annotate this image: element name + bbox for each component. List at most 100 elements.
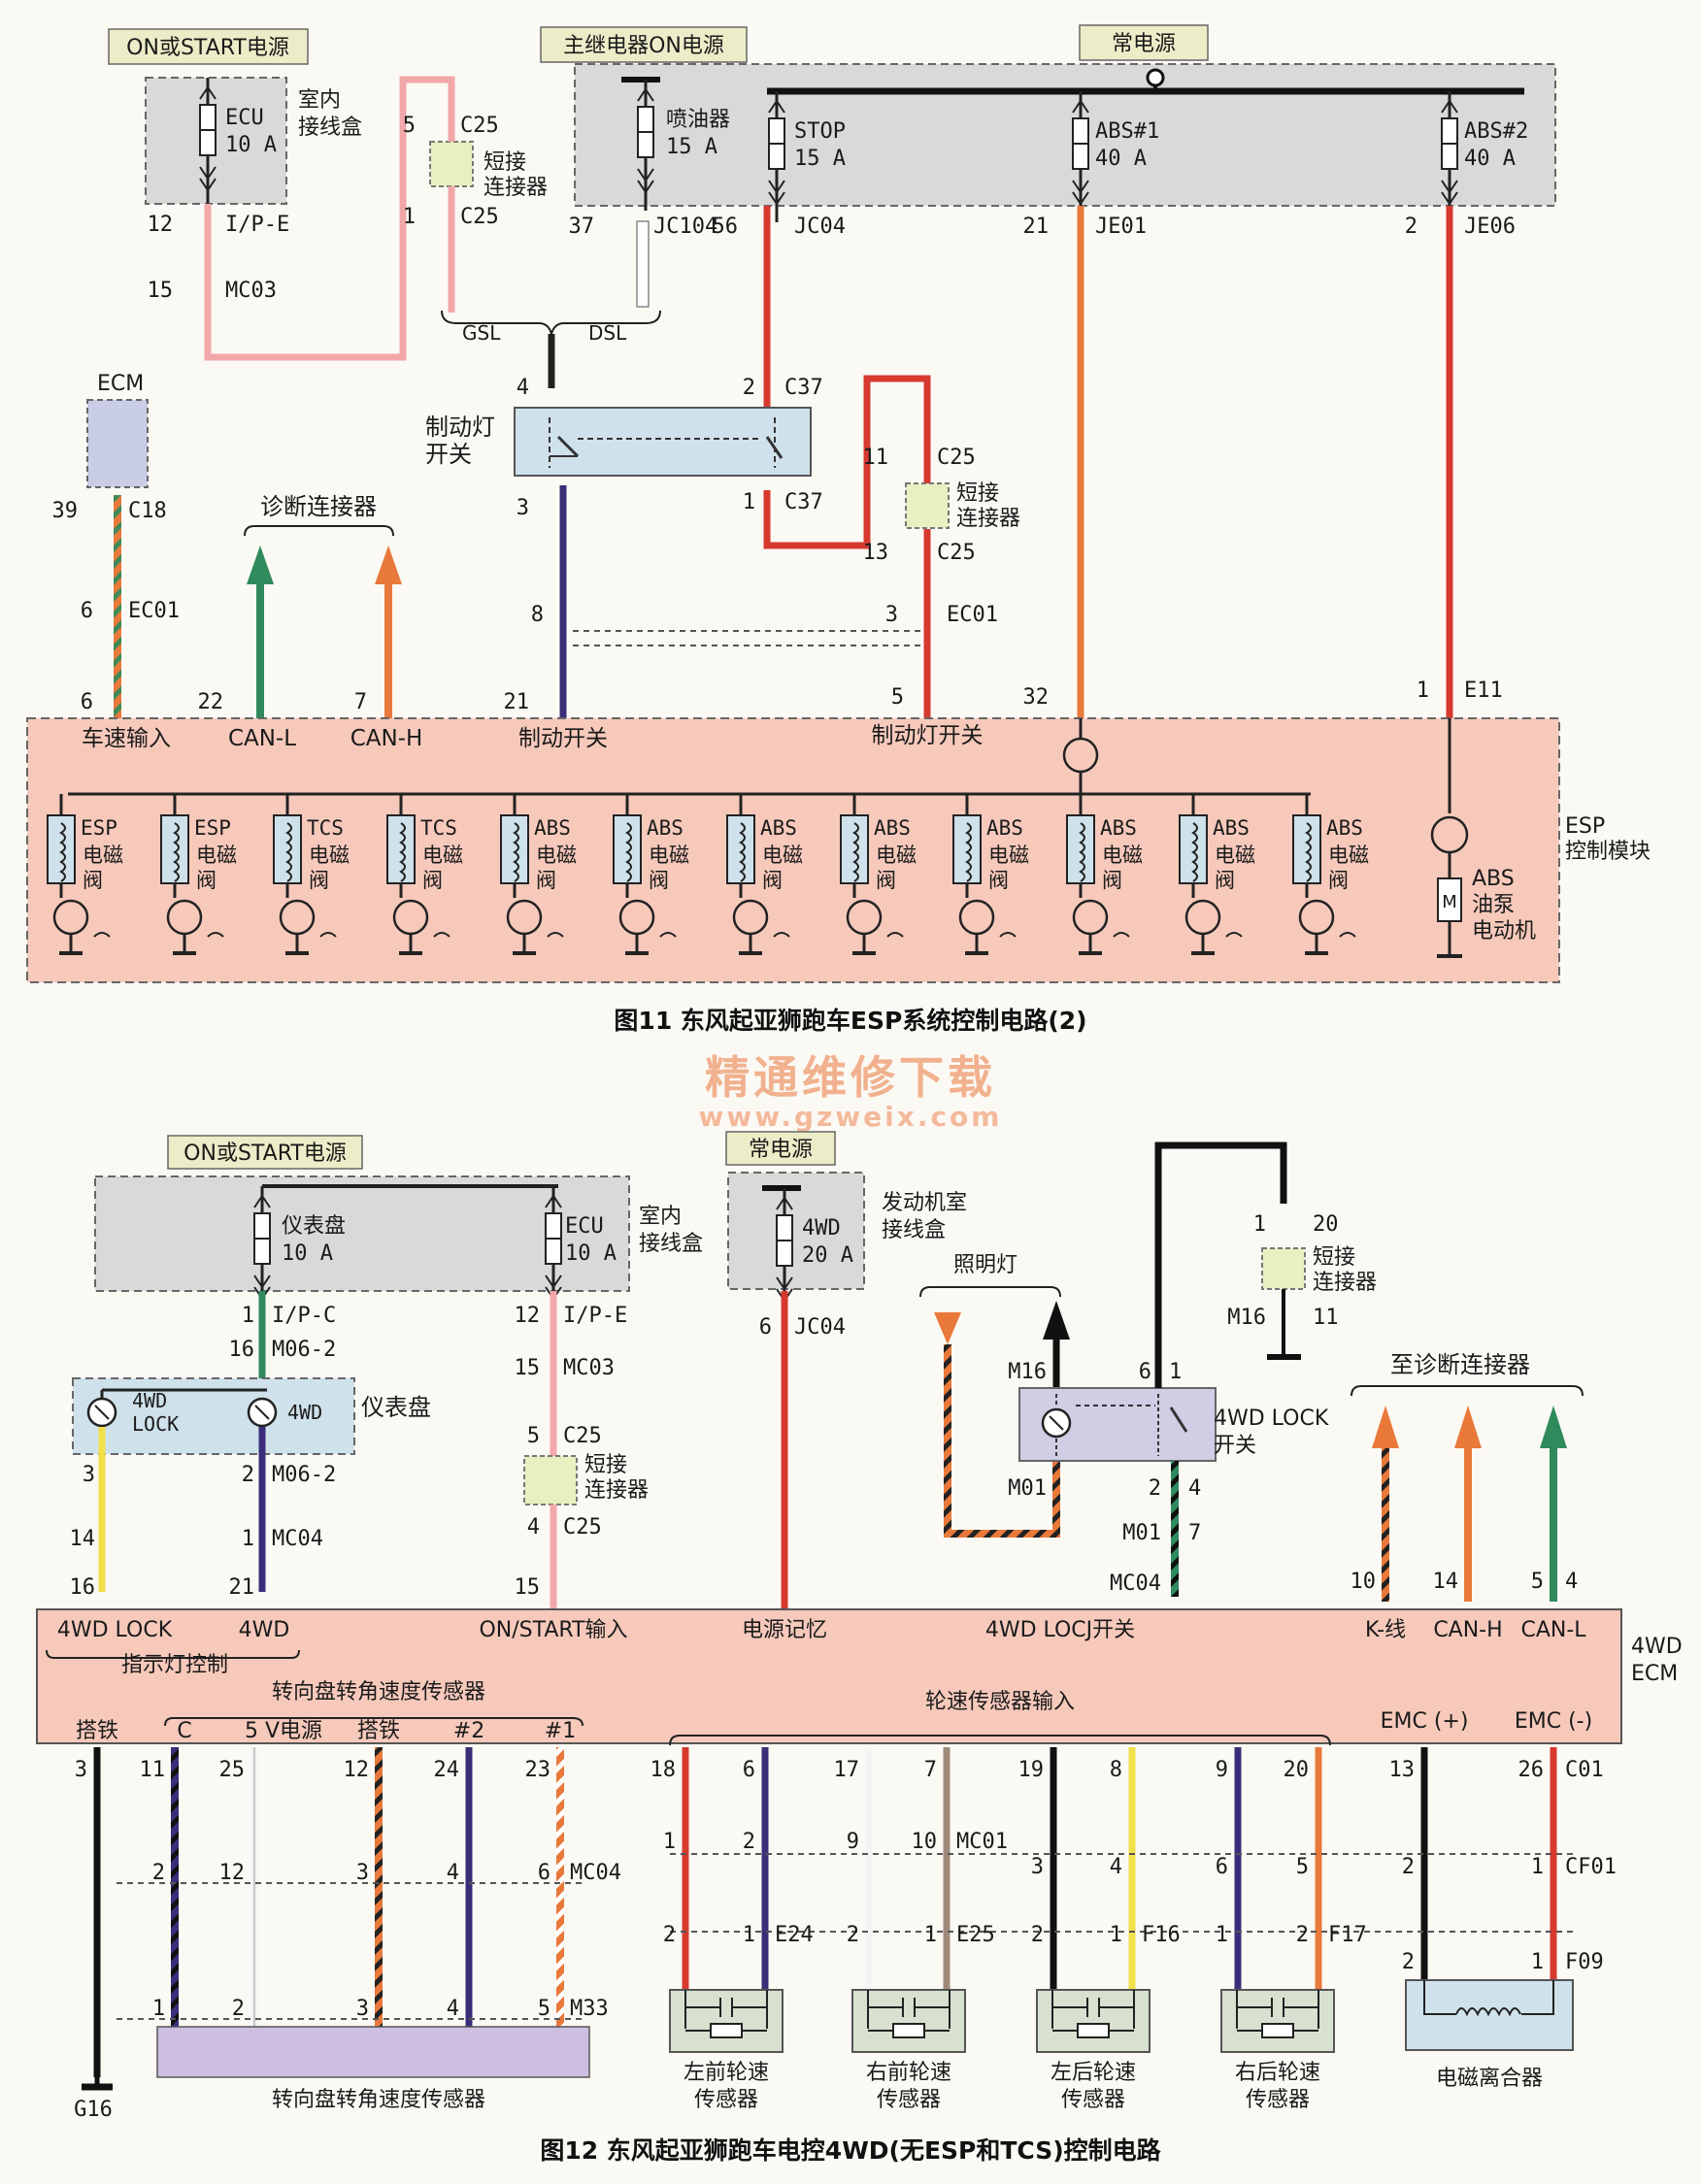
- valve-name: 电磁: [876, 844, 917, 867]
- pin-label: 3: [75, 1758, 87, 1782]
- fuse-rating: 40 A: [1095, 147, 1147, 171]
- watermark-cn: 精通维修下载: [705, 1051, 996, 1104]
- sensor-name: 传感器: [1061, 2088, 1125, 2112]
- pin-label: I/P-E: [225, 213, 289, 237]
- pin-label: 14: [70, 1527, 96, 1551]
- valve-type: ESP: [194, 816, 231, 840]
- short-connector-c25-top: [429, 141, 474, 187]
- sensor-name: 传感器: [694, 2088, 758, 2112]
- sensor-name: 左前轮速: [684, 2061, 769, 2085]
- ecm-pin-function: 4WD: [239, 1618, 290, 1642]
- svg-text:至诊断连接器: 至诊断连接器: [1390, 1351, 1530, 1378]
- pin-label: 6: [743, 1758, 755, 1782]
- pin-label: 5: [538, 1997, 550, 2021]
- wheel-speed-sensor: [669, 1989, 784, 2053]
- pin-label: M06-2: [272, 1463, 336, 1487]
- pin-label: 15: [515, 1356, 541, 1380]
- ecm-pin-function: #2: [453, 1719, 484, 1743]
- pin-label: MC04: [1110, 1572, 1161, 1596]
- svg-text:短接连接器: 短接连接器: [956, 481, 1020, 531]
- valve-name: 电磁: [762, 844, 803, 867]
- svg-text:GSL: GSL: [462, 321, 501, 345]
- valve-type: TCS: [307, 816, 344, 840]
- pin-label: 11: [1313, 1306, 1339, 1330]
- pin-label: MC03: [225, 279, 277, 303]
- pin-label: 3: [1031, 1855, 1044, 1879]
- fuse-name: STOP: [794, 119, 846, 144]
- pin-label: 7: [354, 690, 367, 714]
- svg-text:短接连接器: 短接连接器: [1313, 1245, 1377, 1295]
- valve-name: 阀: [762, 869, 783, 892]
- pin-label: MC04: [272, 1527, 323, 1551]
- valve-name: 阀: [876, 869, 896, 892]
- pin-label: 12: [344, 1758, 370, 1782]
- pin-label: 3: [83, 1463, 95, 1487]
- module-input-label: CAN-L: [228, 726, 296, 751]
- pin-label: 2: [743, 1830, 755, 1854]
- pin-label: JC04: [794, 1315, 846, 1340]
- pin-label: EC01: [947, 603, 998, 627]
- pin-label: M16: [1227, 1306, 1266, 1330]
- ecm-pin-function: 5 V电源: [245, 1719, 322, 1743]
- pin-label: F17: [1328, 1923, 1367, 1947]
- pin-label: G16: [74, 2098, 113, 2122]
- ecm-pin-function: 4WD LOCJ开关: [985, 1618, 1135, 1642]
- ecm-box: [86, 399, 149, 488]
- svg-text:ON或START电源: ON或START电源: [183, 1142, 347, 1166]
- pin-label: 4: [447, 1997, 459, 2021]
- pin-label: 5: [403, 114, 416, 138]
- pin-label: 12: [515, 1304, 541, 1328]
- fuse-rating: 10 A: [225, 133, 277, 157]
- valve-type: ESP: [81, 816, 117, 840]
- module-input-label: 制动开关: [518, 726, 608, 751]
- sensor-name: 左后轮速: [1051, 2061, 1136, 2085]
- ecm-pin-function: 轮速传感器输入: [925, 1690, 1075, 1714]
- wheel-speed-sensor: [1036, 1989, 1151, 2053]
- valve-name: 电磁: [649, 844, 689, 867]
- ecm-pin-function: EMC (-): [1515, 1709, 1592, 1734]
- pin-label: 16: [229, 1338, 255, 1362]
- ecm-pin-function: CAN-H: [1433, 1618, 1502, 1642]
- solenoid-valve: [500, 814, 529, 884]
- valve-type: ABS: [1100, 816, 1137, 840]
- pin-label: 1: [242, 1304, 254, 1328]
- solenoid-valve: [1066, 814, 1095, 884]
- pin-label: 6: [1216, 1855, 1228, 1879]
- pin-label: 2: [1405, 215, 1418, 239]
- valve-type: ABS: [647, 816, 684, 840]
- pin-label: E24: [775, 1923, 814, 1947]
- solenoid-valve: [47, 814, 76, 884]
- pin-label: 6: [81, 599, 93, 623]
- pin-label: 19: [1018, 1758, 1045, 1782]
- pin-label: C25: [460, 205, 499, 229]
- pin-label: 13: [1389, 1758, 1416, 1782]
- pin-label: 12: [148, 213, 174, 237]
- pin-label: JE06: [1464, 215, 1516, 239]
- fuse-name: 4WD: [802, 1216, 841, 1241]
- pin-label: 1: [663, 1830, 676, 1854]
- pin-label: 1: [1531, 1855, 1544, 1879]
- svg-text:短接连接器: 短接连接器: [484, 150, 548, 200]
- fuse-rating: 40 A: [1464, 147, 1516, 171]
- module-input-label: CAN-H: [350, 726, 423, 751]
- pin-label: 26: [1518, 1758, 1545, 1782]
- pin-label: 23: [525, 1758, 551, 1782]
- pin-label: 6: [759, 1315, 772, 1340]
- pin-label: 24: [434, 1758, 460, 1782]
- solenoid-valve: [726, 814, 755, 884]
- pin-label: C37: [784, 490, 823, 514]
- pin-label: 21: [504, 690, 530, 714]
- pin-label: 4: [1110, 1855, 1122, 1879]
- sensor-name: 传感器: [1246, 2088, 1310, 2112]
- valve-name: 阀: [649, 869, 669, 892]
- valve-name: 阀: [422, 869, 443, 892]
- pin-label: 1: [1253, 1212, 1266, 1237]
- svg-text:M: M: [1442, 892, 1457, 912]
- fuse-name: 喷油器: [666, 108, 730, 132]
- pin-label: 6: [81, 690, 93, 714]
- pin-label: 20: [1284, 1758, 1310, 1782]
- ecm-pin-function: EMC (+): [1381, 1709, 1469, 1734]
- main-relay-label: 主继电器ON电源: [563, 34, 724, 58]
- solenoid-valves: ESP电磁阀ESP电磁阀TCS电磁阀TCS电磁阀ABS电磁阀ABS电磁阀ABS电…: [47, 794, 1369, 955]
